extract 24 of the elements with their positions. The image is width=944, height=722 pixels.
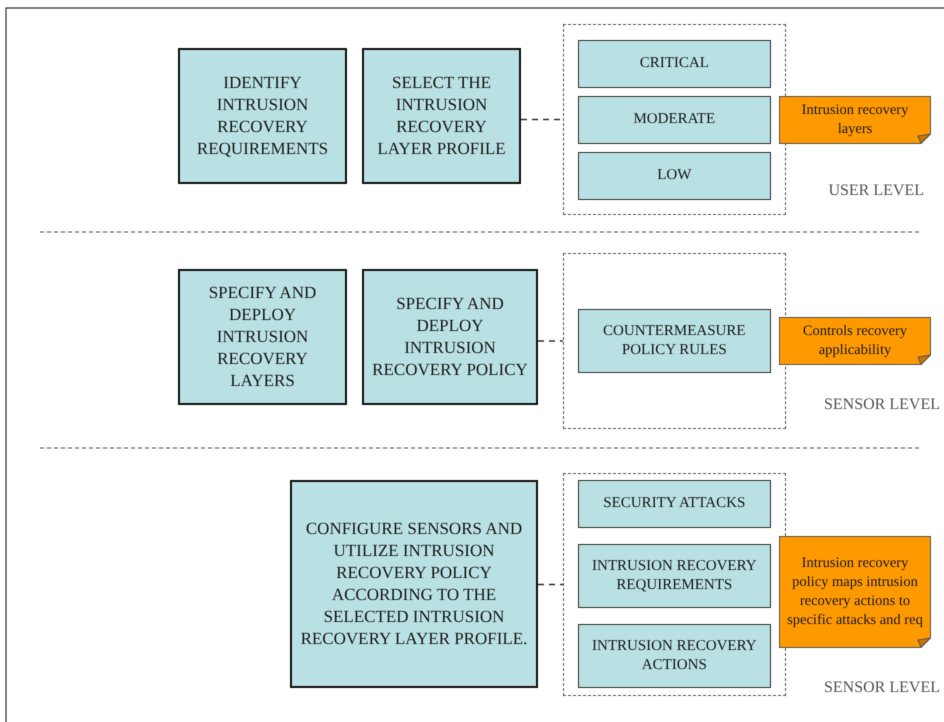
category-box: MODERATE xyxy=(578,96,771,144)
process-box: CONFIGURE SENSORS AND UTILIZE INTRUSION RECOVERY POLICY ACCORDING TO THE SELECTED INTRUSION RECOVERY LAYER PROFILE. xyxy=(290,480,538,688)
category-box: COUNTERMEASURE POLICY RULES xyxy=(578,308,771,373)
process-box: SPECIFY AND DEPLOY INTRUSION RECOVERY LAYERS xyxy=(178,269,347,405)
category-box: LOW xyxy=(578,152,771,200)
category-box: INTRUSION RECOVERY REQUIREMENTS xyxy=(578,544,771,608)
process-box: SELECT THE INTRUSION RECOVERY LAYER PROFILE xyxy=(362,48,521,184)
level-label: SENSOR LEVEL xyxy=(824,396,940,414)
connector-line xyxy=(538,584,563,586)
category-box: INTRUSION RECOVERY ACTIONS xyxy=(578,624,771,688)
note-callout: Controls recovery applicability xyxy=(779,317,931,365)
dashed-group-box xyxy=(563,24,786,215)
connector-line xyxy=(521,118,563,120)
connector-line xyxy=(538,340,563,342)
dashed-group-box xyxy=(563,473,786,696)
category-box: SECURITY ATTACKS xyxy=(578,480,771,528)
level-label: SENSOR LEVEL xyxy=(824,679,940,697)
note-callout: Intrusion recovery policy maps intrusion recovery actions to specific attacks and req xyxy=(779,536,931,648)
dashed-group-box xyxy=(563,253,786,429)
level-label: USER LEVEL xyxy=(828,182,924,200)
category-box: CRITICAL xyxy=(578,40,771,88)
process-box: IDENTIFY INTRUSION RECOVERY REQUIREMENTS xyxy=(178,48,347,184)
note-callout: Intrusion recovery layers xyxy=(779,96,931,144)
process-box: SPECIFY AND DEPLOY INTRUSION RECOVERY POLICY xyxy=(362,269,538,405)
